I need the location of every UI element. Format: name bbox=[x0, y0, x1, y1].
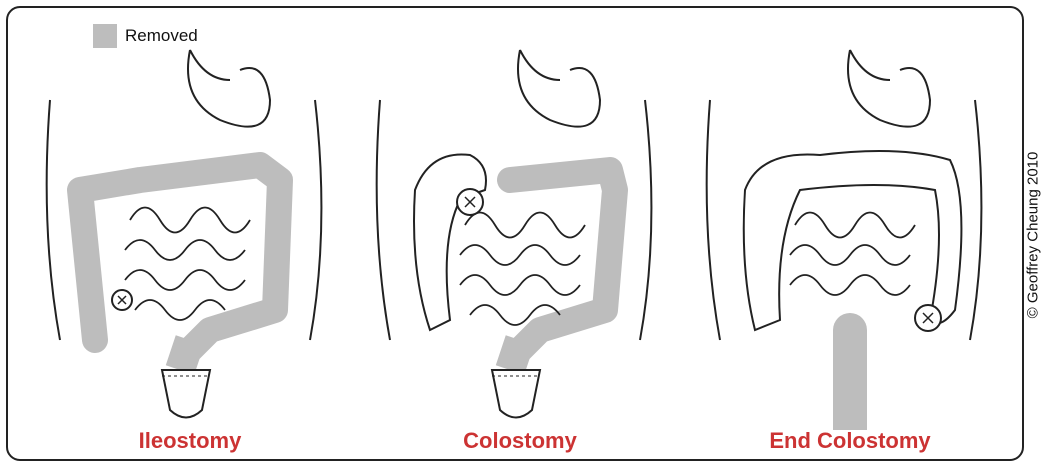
copyright-credit: © Geoffrey Cheung 2010 bbox=[1025, 152, 1042, 319]
panel-colostomy bbox=[370, 40, 670, 430]
colostomy-illustration bbox=[370, 40, 670, 430]
caption-end-colostomy: End Colostomy bbox=[700, 428, 1000, 454]
caption-colostomy: Colostomy bbox=[370, 428, 670, 454]
panel-ileostomy bbox=[40, 40, 340, 430]
panel-end-colostomy bbox=[700, 40, 1000, 430]
caption-ileostomy: Ileostomy bbox=[40, 428, 340, 454]
end-colostomy-illustration bbox=[700, 40, 1000, 430]
ileostomy-illustration bbox=[40, 40, 340, 430]
